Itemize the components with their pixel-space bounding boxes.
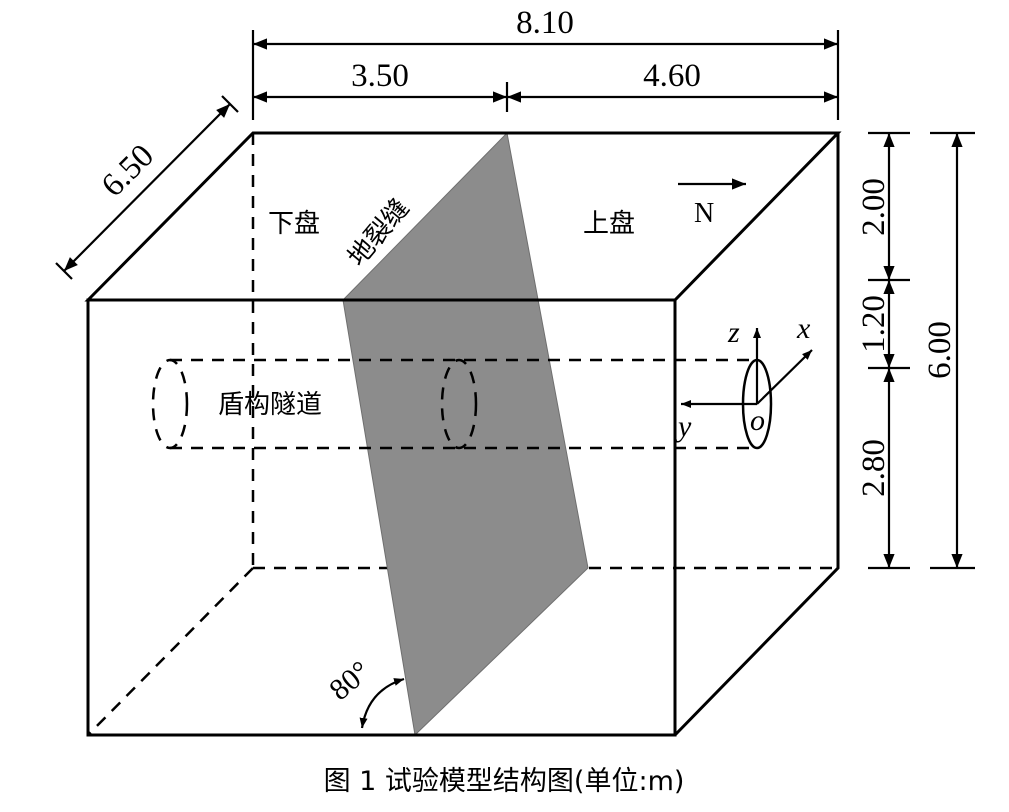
fissure-plane <box>342 131 589 737</box>
dim-label-left-length: 3.50 <box>351 58 409 94</box>
dimension-split <box>253 82 838 112</box>
dimension-total-length <box>251 30 840 120</box>
dimension-depth <box>55 95 239 280</box>
dim-label-mid-segment: 1.20 <box>856 295 892 353</box>
dim-label-top-segment: 2.00 <box>856 178 892 236</box>
dim-label-right-length: 4.60 <box>643 58 701 94</box>
tunnel-label: 盾构隧道 <box>218 390 322 420</box>
tunnel-left-end <box>151 358 189 450</box>
dip-angle-label: 80° <box>323 655 376 707</box>
x-axis-arrow-icon <box>756 349 813 405</box>
z-axis-label: z <box>727 316 740 349</box>
coordinate-axes <box>681 328 813 408</box>
origin-label: o <box>750 404 765 437</box>
figure-caption: 图 1 试验模型结构图(单位:m) <box>324 766 685 797</box>
dim-label-total-length: 8.10 <box>516 5 574 41</box>
hidden-edges <box>87 133 838 736</box>
right-face <box>673 133 840 737</box>
hanging-wall-label: 上盘 <box>583 209 635 239</box>
dip-angle-arc <box>359 677 405 729</box>
shield-tunnel <box>151 358 757 450</box>
dim-label-total-height: 6.00 <box>922 321 958 379</box>
footwall-label: 下盘 <box>268 209 320 239</box>
bottom-left-depth-edge <box>87 567 254 736</box>
dimension-vertical-segments <box>868 131 910 570</box>
north-label: N <box>694 198 714 229</box>
dim-label-bottom-segment: 2.80 <box>856 439 892 497</box>
tunnel-mid-section <box>440 358 478 450</box>
y-axis-label: y <box>675 410 692 443</box>
x-axis-label: x <box>796 312 811 345</box>
dim-label-depth: 6.50 <box>95 138 161 204</box>
dimension-total-height <box>930 131 975 570</box>
